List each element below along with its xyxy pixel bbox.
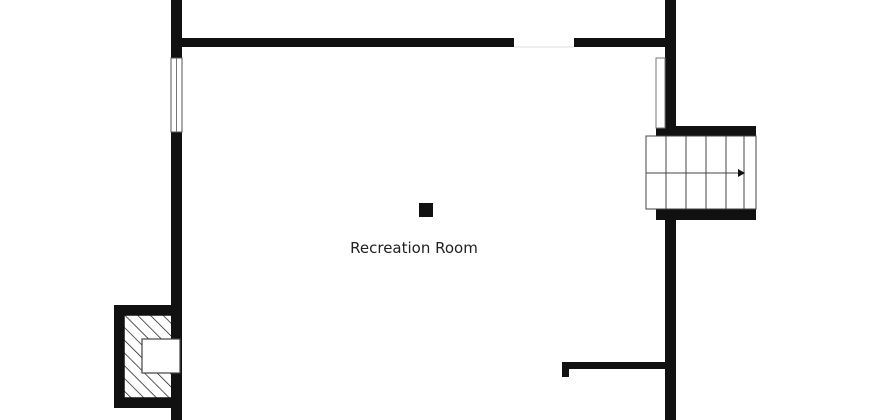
firebox <box>141 338 181 374</box>
left-wall-bottom <box>171 132 182 420</box>
fireplace <box>123 314 181 399</box>
room-label-recreation-room: Recreation Room <box>350 239 478 257</box>
stair-wall-top <box>656 126 756 136</box>
closet-wall-top <box>562 362 670 369</box>
walls <box>114 0 756 420</box>
stair-direction-arrow-icon <box>738 169 745 177</box>
window-right <box>655 57 666 129</box>
staircase <box>645 135 757 210</box>
chimney-wall-bottom <box>114 398 180 408</box>
right-wall-top <box>665 0 676 134</box>
right-wall-bottom <box>665 212 676 420</box>
doorway-top <box>514 38 574 48</box>
top-wall-right <box>574 38 674 47</box>
chimney-wall-top <box>114 305 180 315</box>
top-wall-left <box>171 38 514 47</box>
closet-wall-left <box>562 362 569 377</box>
stair-wall-bottom <box>656 209 756 220</box>
window-left <box>170 57 183 133</box>
left-wall-top <box>171 0 182 58</box>
chimney-wall-left <box>114 305 124 408</box>
ceiling-fixture-icon <box>419 203 433 217</box>
